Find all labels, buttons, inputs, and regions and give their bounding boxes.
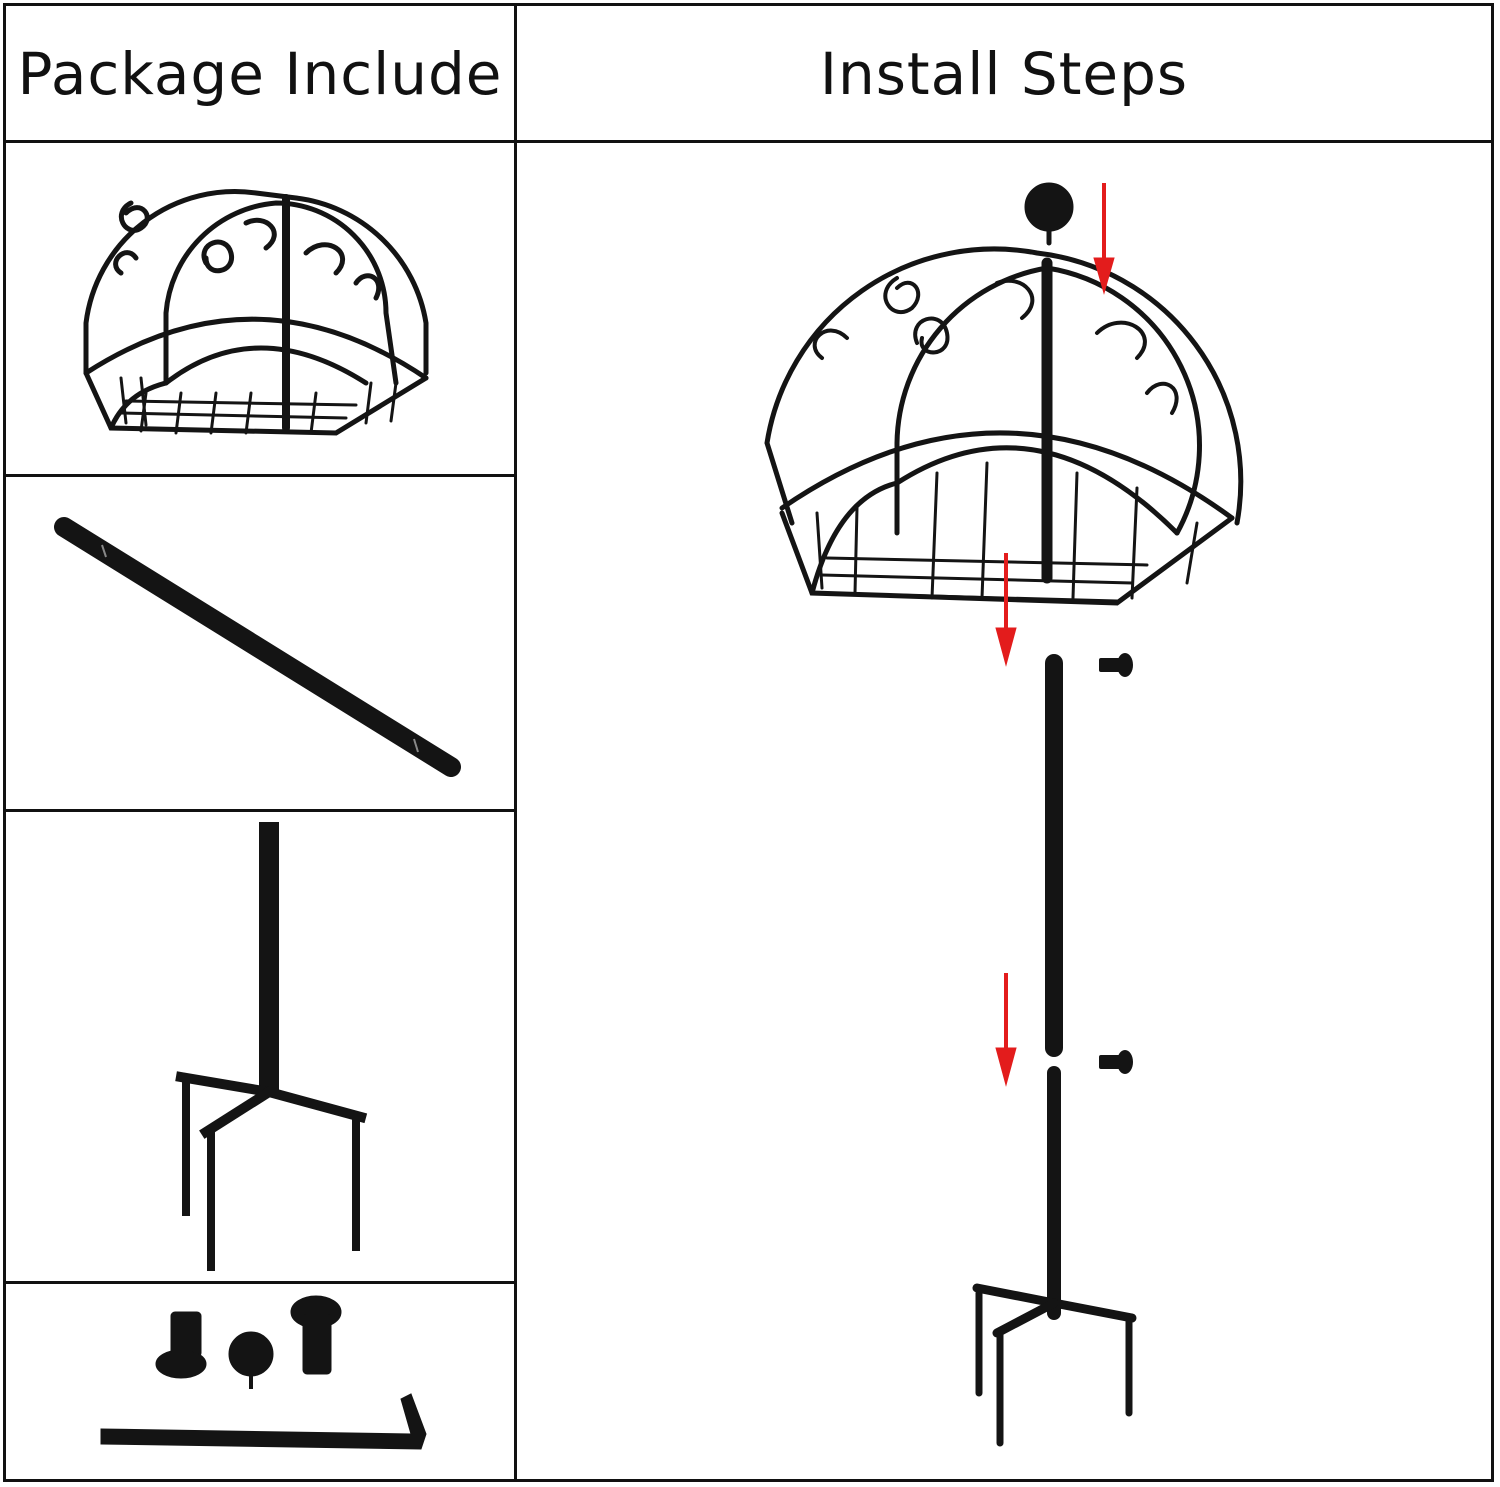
row-divider-3 — [6, 1281, 514, 1284]
package-install-table: Package Include Install Steps — [3, 3, 1494, 1482]
assembly-diagram-icon — [764, 182, 1244, 1447]
row-divider-2 — [6, 809, 514, 812]
install-steps-header: Install Steps — [819, 40, 1189, 108]
package-item-basket — [6, 143, 514, 474]
package-item-pole — [6, 477, 514, 809]
package-item-stake — [6, 812, 514, 1281]
install-arrows — [995, 183, 1115, 1087]
package-item-hardware — [6, 1284, 514, 1485]
pole-section-icon — [54, 517, 461, 777]
ball-cap-icon — [1024, 182, 1074, 232]
header-divider — [6, 140, 1491, 143]
ground-stake-icon — [175, 822, 368, 1271]
screw-icon — [1099, 653, 1133, 1074]
screws-ball-wrench-icon — [100, 1295, 427, 1450]
package-include-header: Package Include — [17, 40, 503, 108]
install-steps-diagram — [517, 143, 1491, 1485]
column-divider — [514, 6, 517, 1479]
row-divider-1 — [6, 474, 514, 477]
hose-basket-icon — [83, 189, 429, 436]
